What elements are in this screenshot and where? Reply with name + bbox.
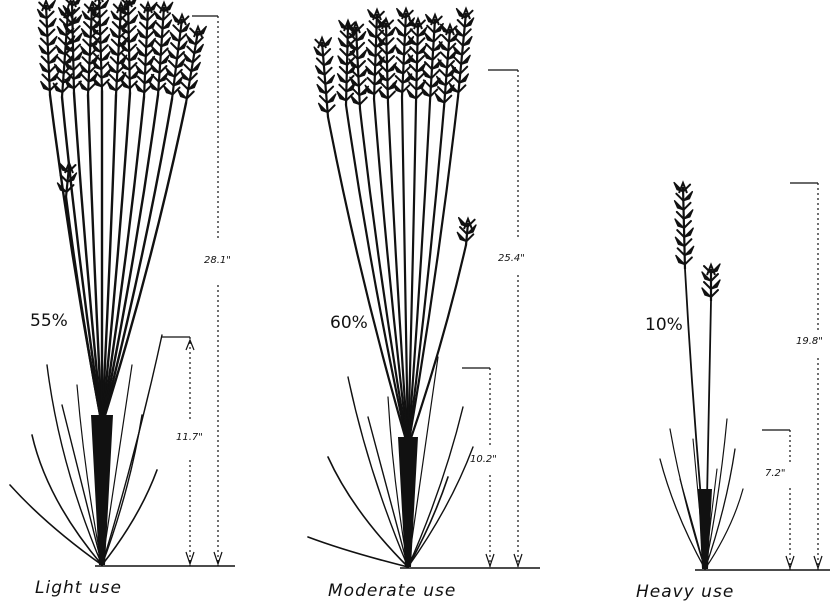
dimension-leaf-light [162, 337, 194, 566]
dimension-total-light [192, 16, 222, 566]
caption-moderate-use: Moderate use [328, 581, 456, 601]
leaf-height-label-moderate: 10.2" [470, 454, 497, 465]
total-height-label-moderate: 25.4" [498, 253, 525, 264]
percent-label-moderate: 60% [330, 313, 368, 333]
dimension-total-heavy [790, 183, 822, 570]
leaf-height-label-heavy: 7.2" [765, 468, 786, 479]
percent-label-light: 55% [30, 311, 68, 331]
caption-heavy-use: Heavy use [636, 582, 734, 602]
caption-light-use: Light use [35, 578, 122, 598]
plant-light-use [10, 0, 206, 565]
total-height-label-heavy: 19.8" [796, 336, 823, 347]
total-height-label-light: 28.1" [204, 255, 231, 266]
plant-heavy-use [660, 183, 743, 569]
plant-moderate-use [308, 9, 476, 567]
dimension-leaf-moderate [462, 368, 494, 568]
leaf-height-label-light: 11.7" [176, 432, 203, 443]
dimension-total-moderate [488, 70, 522, 568]
dimension-leaf-heavy [762, 430, 794, 570]
percent-label-heavy: 10% [645, 315, 683, 335]
